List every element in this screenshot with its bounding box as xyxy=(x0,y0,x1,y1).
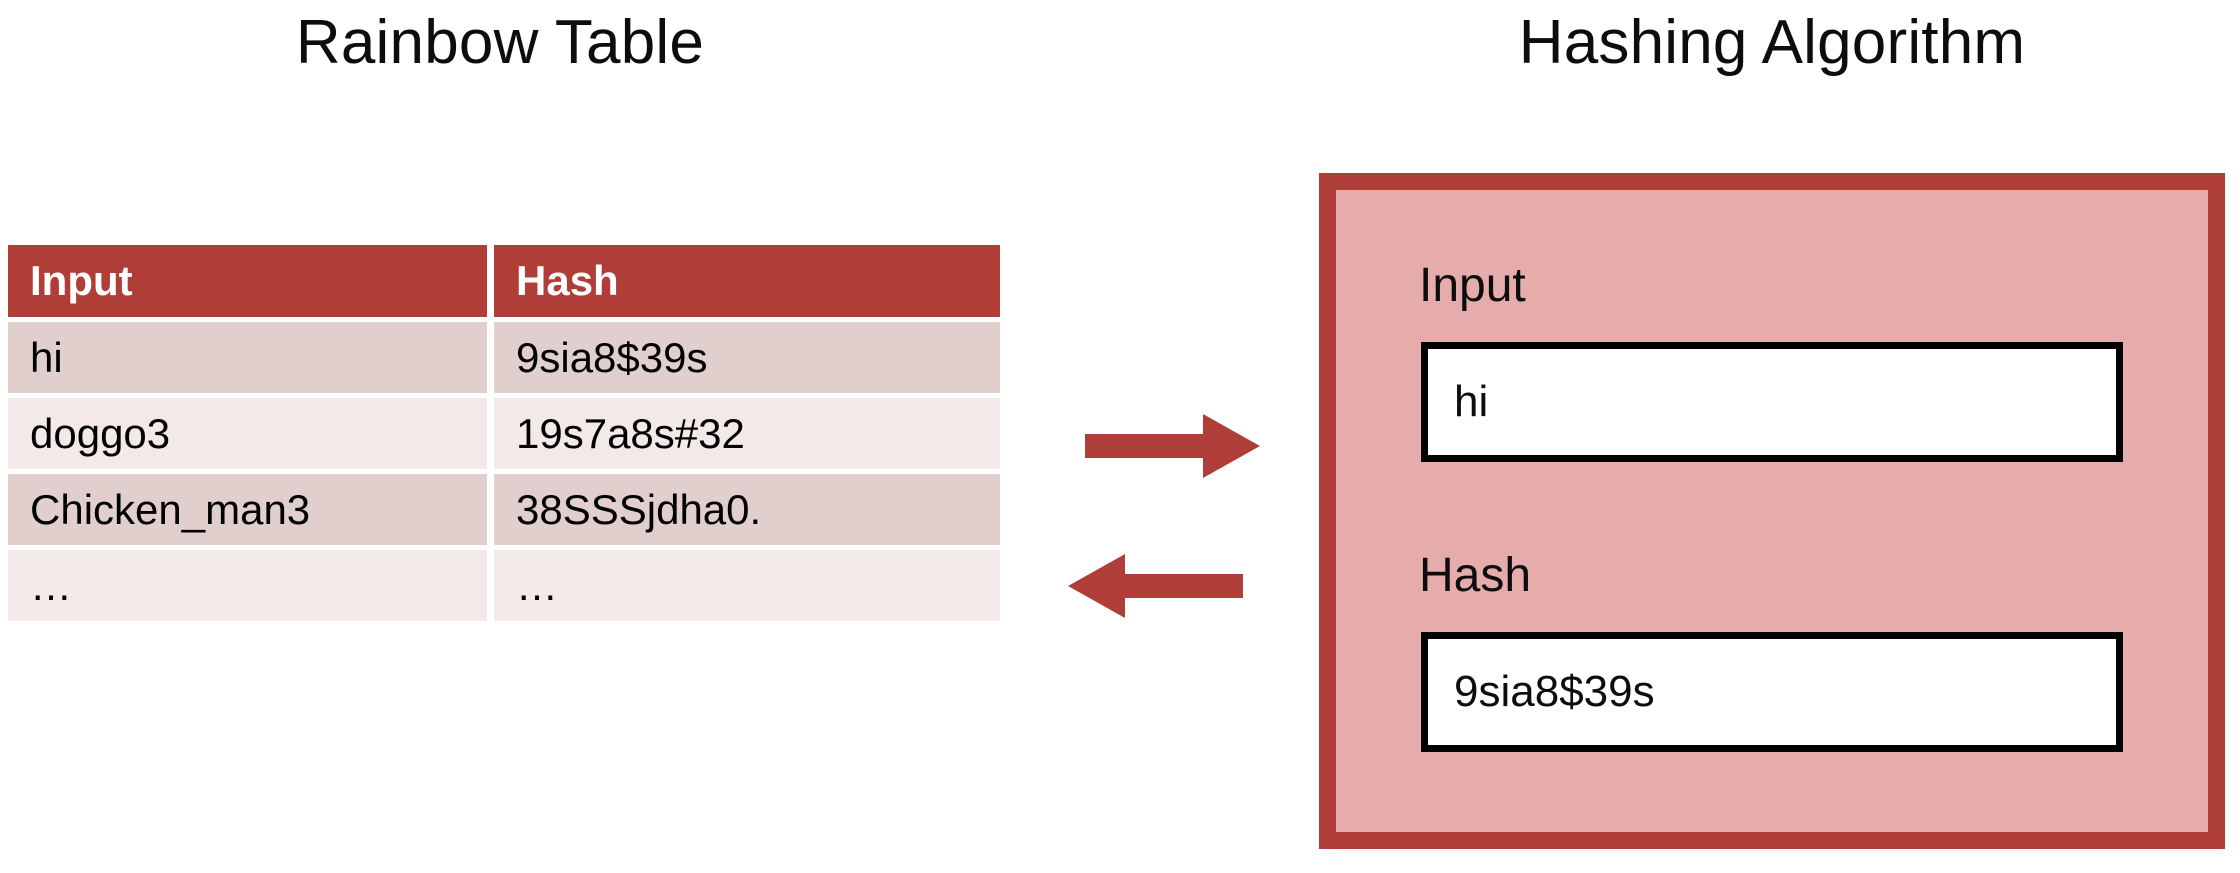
table-row: Chicken_man3 38SSSjdha0. xyxy=(8,474,1000,545)
cell-input: doggo3 xyxy=(8,398,487,469)
hashing-algorithm-title: Hashing Algorithm xyxy=(1518,8,2026,77)
cell-hash: … xyxy=(494,550,1000,621)
cell-input: Chicken_man3 xyxy=(8,474,487,545)
column-header-input: Input xyxy=(8,245,487,317)
cell-input: hi xyxy=(8,322,487,393)
cell-hash: 38SSSjdha0. xyxy=(494,474,1000,545)
column-header-hash: Hash xyxy=(494,245,1000,317)
table-row: doggo3 19s7a8s#32 xyxy=(8,398,1000,469)
hash-field[interactable]: 9sia8$39s xyxy=(1421,632,2123,752)
table-row: hi 9sia8$39s xyxy=(8,322,1000,393)
cell-input: … xyxy=(8,550,487,621)
arrow-right-icon xyxy=(1085,410,1260,482)
arrow-left-icon xyxy=(1068,550,1243,622)
rainbow-table-title: Rainbow Table xyxy=(295,8,705,77)
cell-hash: 9sia8$39s xyxy=(494,322,1000,393)
input-field[interactable]: hi xyxy=(1421,342,2123,462)
cell-hash: 19s7a8s#32 xyxy=(494,398,1000,469)
hash-field-label: Hash xyxy=(1419,549,1532,602)
hashing-algorithm-panel: Input hi Hash 9sia8$39s xyxy=(1319,173,2225,849)
rainbow-table: Input Hash hi 9sia8$39s doggo3 19s7a8s#3… xyxy=(8,245,1000,621)
input-field-label: Input xyxy=(1419,259,1526,312)
table-header-row: Input Hash xyxy=(8,245,1000,317)
table-row: … … xyxy=(8,550,1000,621)
